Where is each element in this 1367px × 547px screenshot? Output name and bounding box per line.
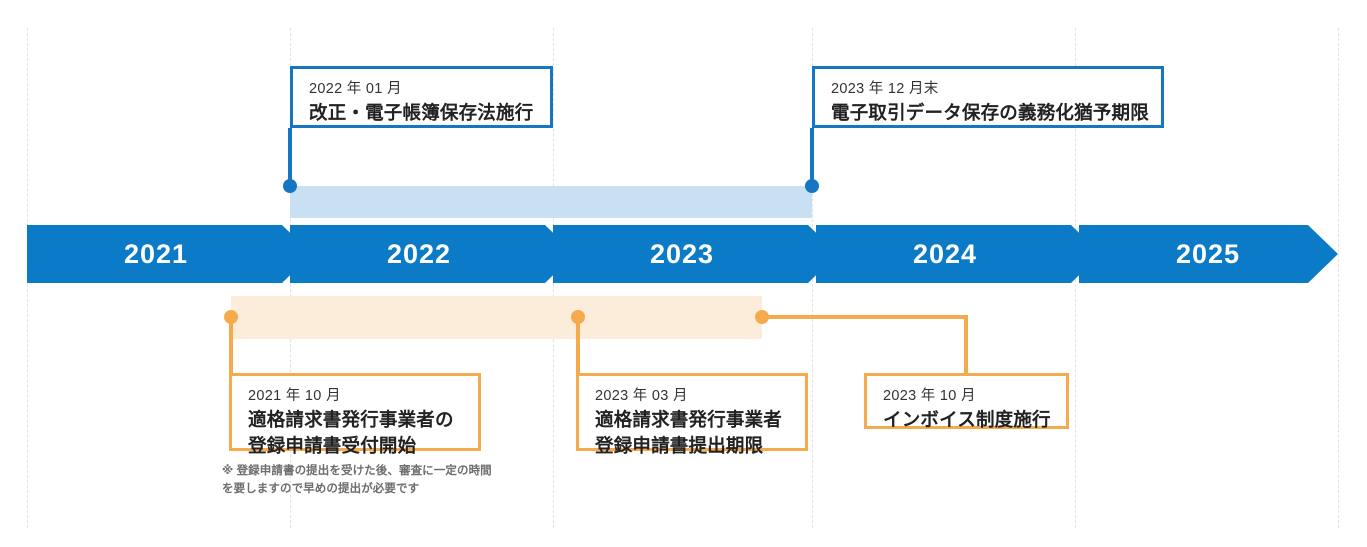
callout-2023-10[interactable]: 2023 年 10 月 インボイス制度施行	[864, 373, 1069, 430]
year-band	[27, 225, 1338, 283]
callout-2022-01[interactable]: 2022 年 01 月 改正・電子帳簿保存法施行	[290, 66, 553, 128]
callout-title: 適格請求書発行事業者の登録申請書受付開始	[248, 409, 454, 457]
callout-title: 適格請求書発行事業者登録申請書提出期限	[595, 409, 783, 457]
callout-2023-12[interactable]: 2023 年 12 月末 電子取引データ保存の義務化猶予期限	[812, 66, 1164, 128]
callout-date: 2021 年 10 月	[248, 388, 341, 404]
gridline	[1338, 28, 1339, 528]
anchor-dot-2022-01	[283, 179, 297, 193]
range-bar-orange	[231, 296, 762, 339]
footnote: ※ 登録申請書の提出を受けた後、審査に一定の時間を要しますので早めの提出が必要で…	[222, 465, 492, 496]
callout-date: 2023 年 10 月	[883, 388, 976, 404]
callout-title: インボイス制度施行	[883, 409, 1051, 431]
year-label-2021: 2021	[123, 239, 189, 269]
callout-title: 改正・電子帳簿保存法施行	[309, 102, 534, 124]
year-label-2025: 2025	[1175, 239, 1241, 269]
connector-line-2021-10	[229, 317, 233, 382]
year-label-2024: 2024	[912, 239, 978, 269]
callout-title: 電子取引データ保存の義務化猶予期限	[831, 102, 1149, 124]
connector-elbow-horizontal-2023-10	[762, 315, 968, 319]
callout-2023-03[interactable]: 2023 年 03 月 適格請求書発行事業者登録申請書提出期限	[576, 373, 808, 456]
connector-line-2023-12	[810, 128, 814, 188]
callout-date: 2023 年 12 月末	[831, 81, 939, 97]
callout-date: 2022 年 01 月	[309, 81, 402, 97]
callout-2021-10[interactable]: 2021 年 10 月 適格請求書発行事業者の登録申請書受付開始	[229, 373, 481, 456]
anchor-dot-2023-12	[805, 179, 819, 193]
connector-elbow-vertical-2023-10	[964, 315, 968, 377]
connector-line-2022-01	[288, 128, 292, 188]
year-label-2023: 2023	[649, 239, 715, 269]
year-label-2022: 2022	[386, 239, 452, 269]
connector-line-2023-03	[576, 317, 580, 382]
range-bar-blue	[290, 186, 812, 218]
callout-date: 2023 年 03 月	[595, 388, 688, 404]
